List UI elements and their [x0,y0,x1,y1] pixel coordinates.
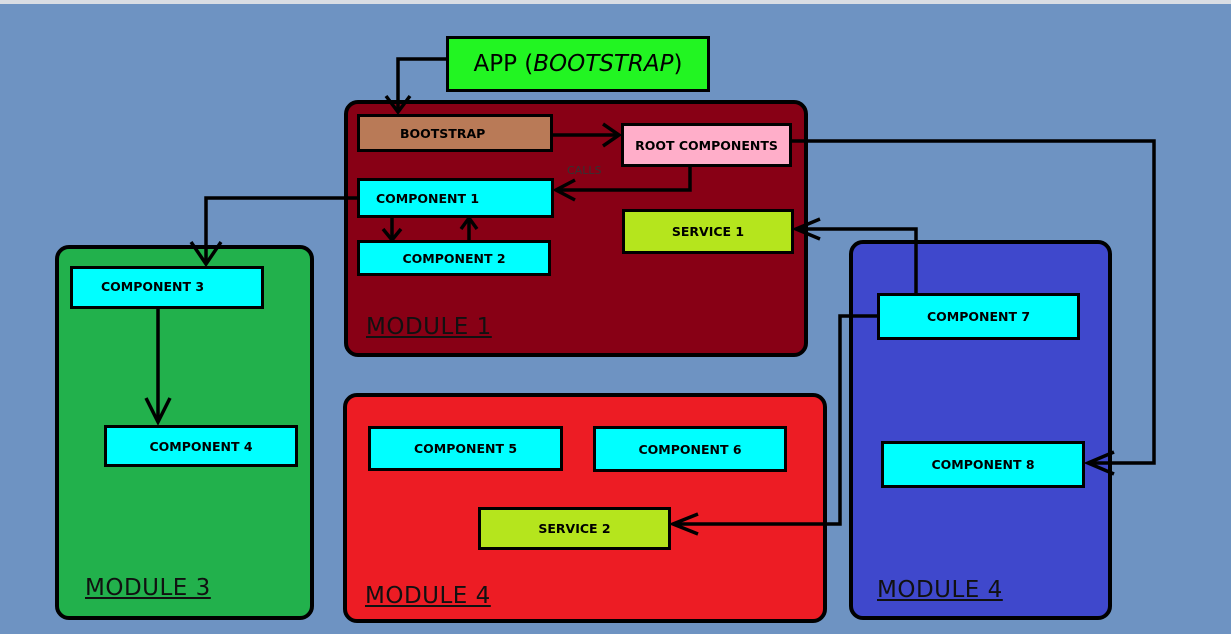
service-2-box: SERVICE 2 [478,507,671,550]
arrowhead-bootstrap-to-root [602,122,623,148]
app-bootstrap-box: APP (BOOTSTRAP) [446,36,710,92]
arrow-root-to-component-8 [792,139,1156,465]
arrowhead-root-to-component-8 [1083,450,1115,476]
component-7-box: COMPONENT 7 [877,293,1080,340]
service-1-box: SERVICE 1 [622,209,794,254]
arrow-component-1-to-3 [204,196,357,264]
app-label-prefix: APP ( [473,51,534,77]
module-4-right-label: MODULE 4 [877,577,1003,603]
module-3-label: MODULE 3 [85,575,211,601]
arrowhead-app-to-bootstrap [384,94,412,115]
component-3-box: COMPONENT 3 [70,266,264,309]
app-label-suffix: ) [673,51,683,77]
arrowhead-component-2-to-1 [459,215,479,231]
component-8-box: COMPONENT 8 [881,441,1085,488]
arrowhead-component-1-to-3 [189,241,223,268]
arrow-root-to-component-1 [556,167,692,192]
component-2-box: COMPONENT 2 [357,240,551,276]
calls-edge-label: CALLS [567,164,602,177]
component-5-box: COMPONENT 5 [368,426,563,471]
component-4-box: COMPONENT 4 [104,425,298,467]
arrowhead-component-3-to-4 [144,397,172,426]
arrowhead-component-7-to-service-2 [668,512,699,536]
arrow-app-to-bootstrap [396,57,446,110]
module-1-label: MODULE 1 [366,314,492,340]
app-label-emphasis: BOOTSTRAP [533,51,674,77]
arrow-component-7-to-service-1 [796,227,918,293]
module-4-center-label: MODULE 4 [365,583,491,609]
arrowhead-component-7-to-service-1 [791,217,821,241]
window-top-bar [0,0,1231,4]
component-1-box: COMPONENT 1 [357,178,554,218]
arrow-component-7-to-service-2 [673,314,877,526]
root-components-box: ROOT COMPONENTS [621,123,792,167]
component-6-box: COMPONENT 6 [593,426,787,472]
bootstrap-box: BOOTSTRAP [357,114,553,152]
arrowhead-component-1-to-2 [381,227,403,243]
arrowhead-root-to-component-1 [552,178,576,202]
